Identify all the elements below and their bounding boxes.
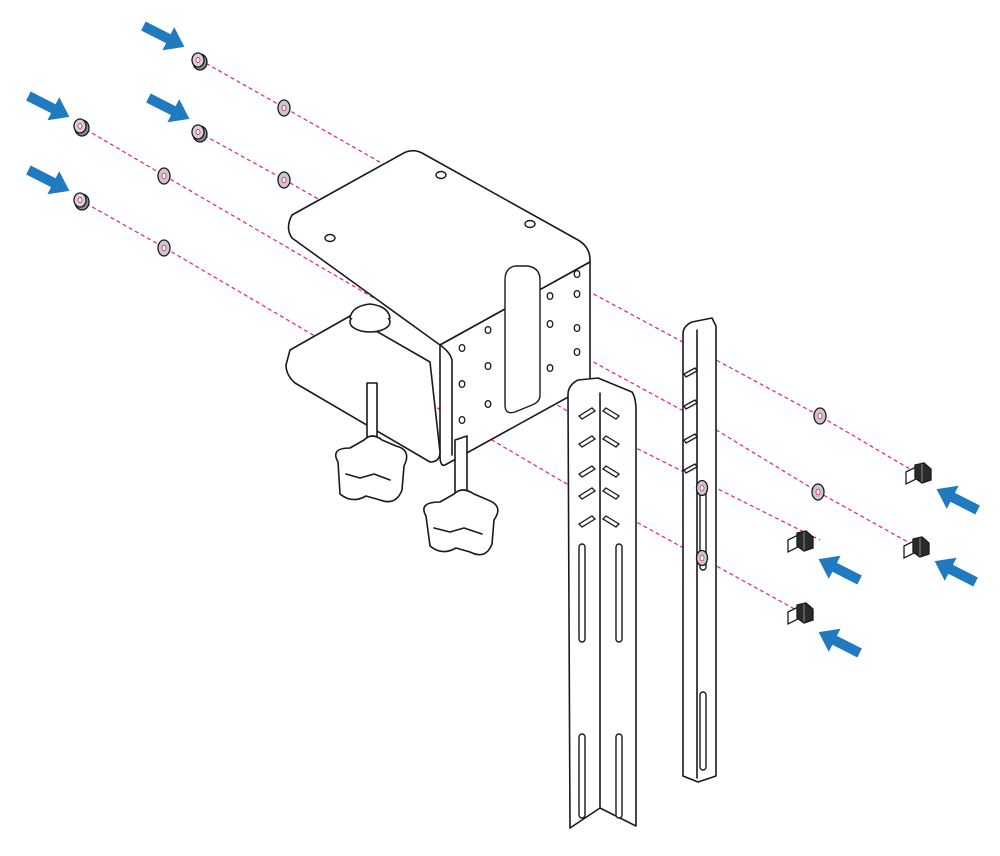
slotted-arm-front <box>567 377 637 829</box>
arm-slots-diagonal <box>577 407 621 528</box>
guide-line-right-upper <box>574 283 916 473</box>
knob-detail <box>345 473 391 481</box>
washer-icon <box>277 99 291 117</box>
nut-icon <box>191 52 208 71</box>
arm-slots-diagonal <box>683 367 698 474</box>
arm-long-slot <box>578 733 586 819</box>
guide-line-right-lower <box>574 351 916 547</box>
bolt-icon <box>905 462 932 486</box>
arm-long-slot <box>615 733 623 819</box>
washer-hole <box>699 554 705 562</box>
arrow-right-icon <box>146 93 190 123</box>
washer-icon <box>157 239 171 257</box>
nut-icon <box>73 192 90 211</box>
nut-icon <box>73 118 90 137</box>
slotted-arm-back <box>682 317 717 783</box>
arrow-right-icon <box>26 165 70 195</box>
left-fasteners <box>73 52 291 257</box>
right-fasteners <box>787 407 932 626</box>
bolt-icon <box>903 536 930 560</box>
guide-line-upper-back <box>199 59 386 166</box>
washer-hole <box>699 484 705 492</box>
arrow-left-icon <box>934 557 978 587</box>
clamp-screw-left <box>334 303 408 503</box>
arrow-right-icon <box>141 21 185 51</box>
pressure-pad-top <box>349 303 391 319</box>
arrow-right-icon <box>26 91 70 121</box>
clamp-bend-edge <box>439 344 453 456</box>
arm-long-slot <box>578 543 586 643</box>
arm-body <box>567 377 637 829</box>
clamp-hole <box>324 233 336 243</box>
arm-long-slot <box>615 543 623 643</box>
clamp-hole <box>435 170 447 180</box>
clamp-screw-right <box>423 435 499 556</box>
guide-line-upper-front <box>197 131 321 201</box>
washer-icon <box>811 483 825 501</box>
bolt-icon <box>787 530 814 554</box>
washer-icon <box>277 171 291 189</box>
arm-long-slot <box>699 691 707 771</box>
direction-arrows <box>26 21 980 658</box>
bolt-icon <box>787 602 814 626</box>
nut-icon <box>191 124 208 143</box>
clamp-side-slot <box>504 265 541 414</box>
side-plate-holes <box>458 269 581 425</box>
clamp-hole <box>524 219 536 229</box>
arrow-left-icon <box>818 628 862 658</box>
knob-icon <box>423 489 499 556</box>
washer-icon <box>157 167 171 185</box>
arrow-left-icon <box>818 555 862 585</box>
clamp-bracket <box>285 149 591 467</box>
clamp-bottom-plate <box>285 315 441 463</box>
knob-icon <box>334 435 408 503</box>
arrow-left-icon <box>936 485 980 515</box>
knob-detail <box>433 527 483 535</box>
washer-icon <box>813 407 827 425</box>
